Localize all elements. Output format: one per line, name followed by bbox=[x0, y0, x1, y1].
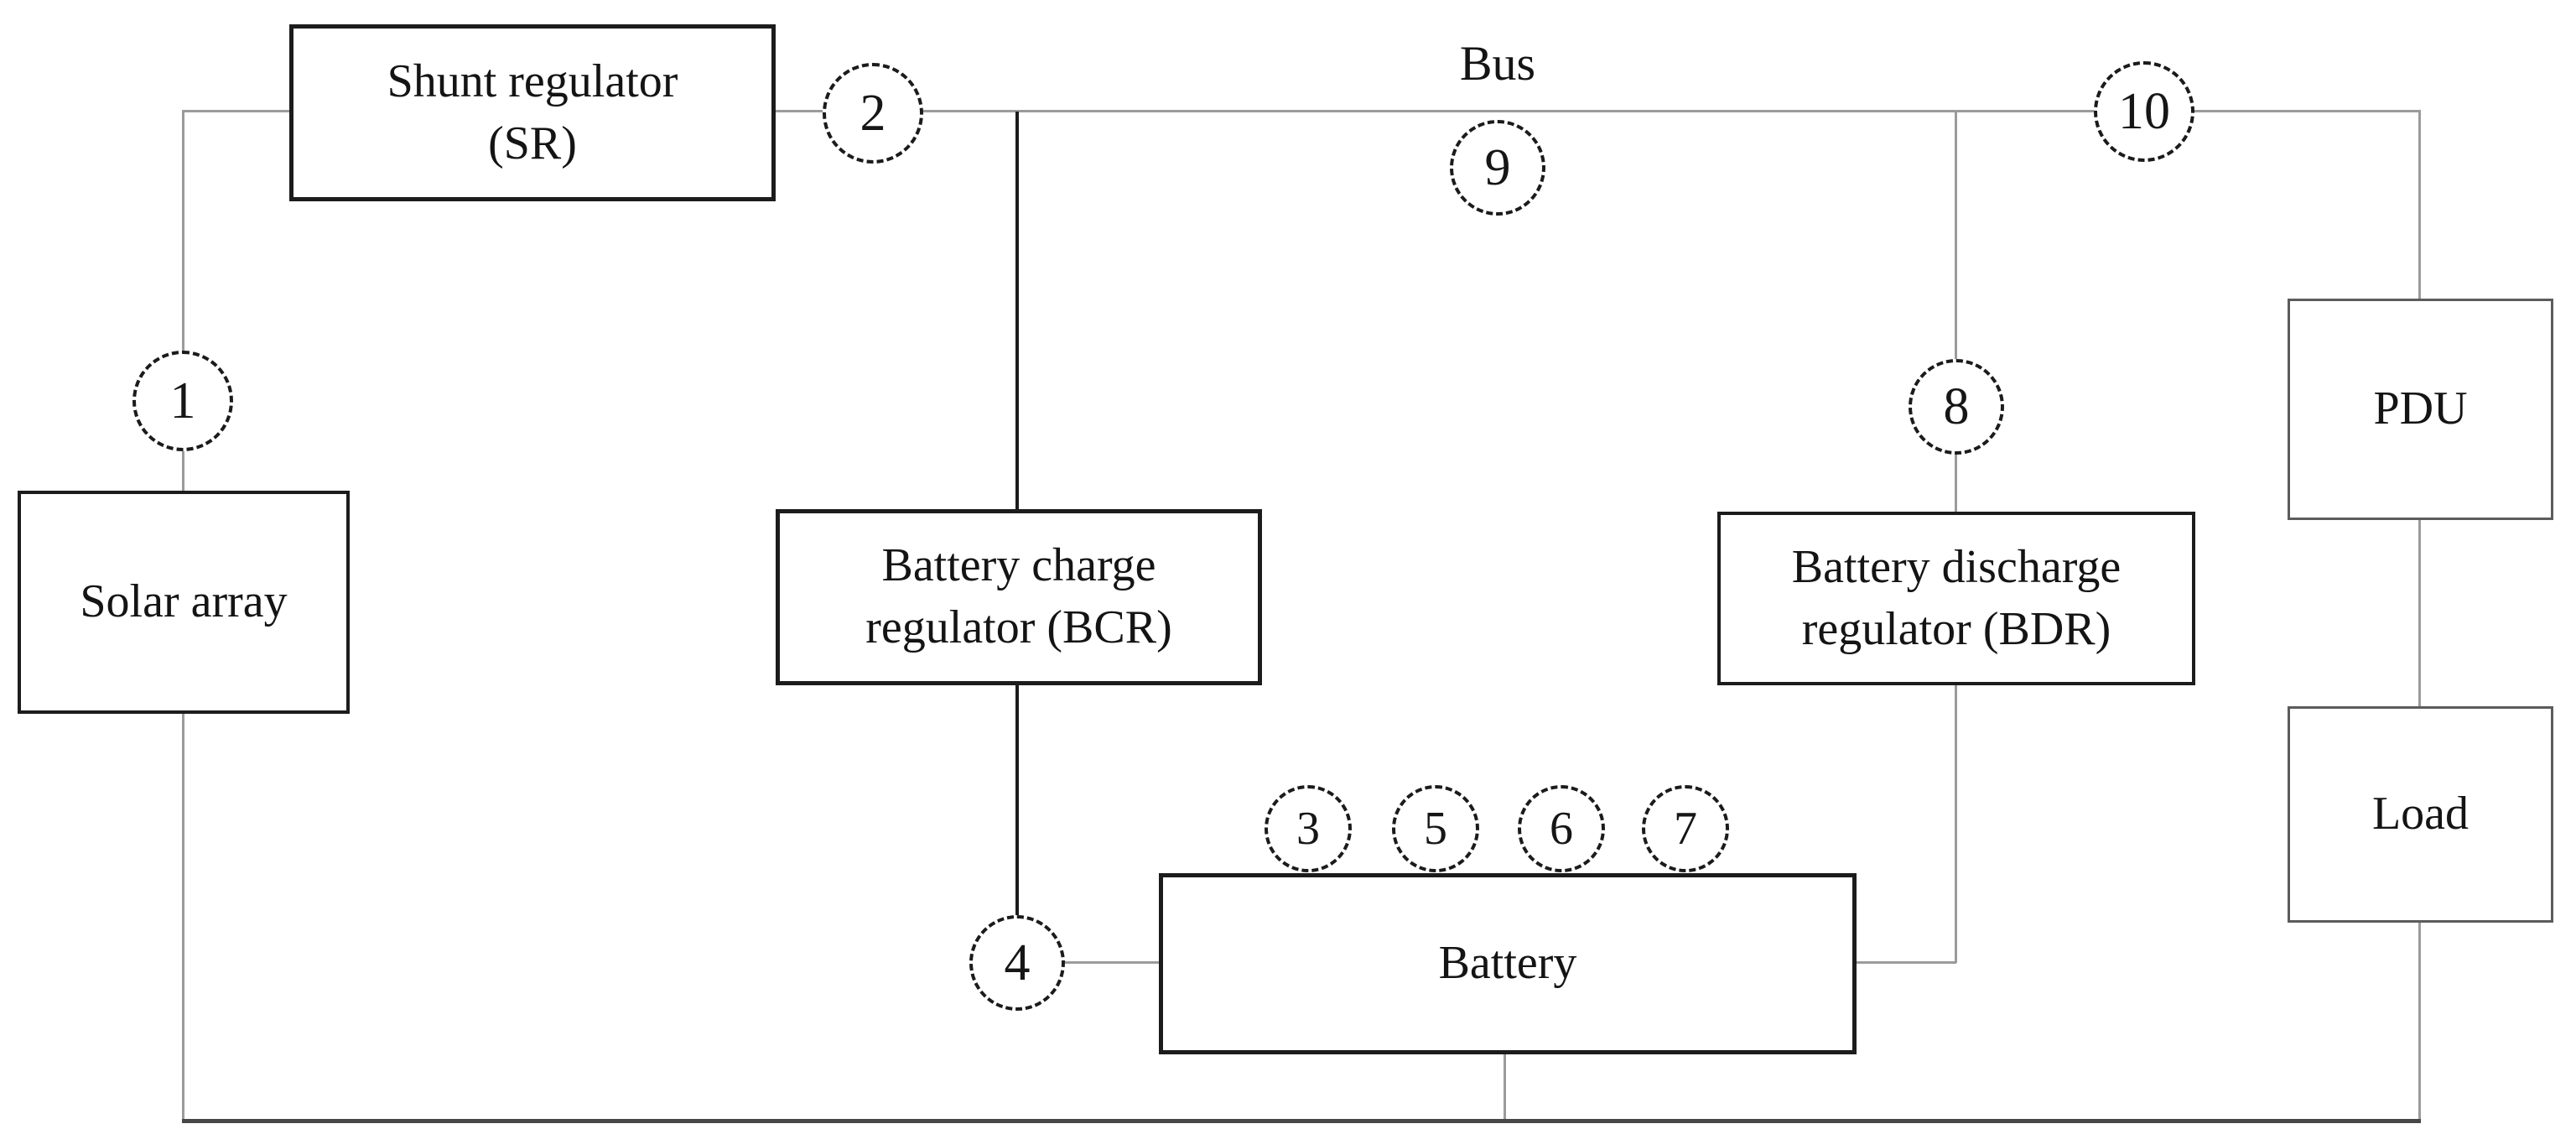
node-9-number: 9 bbox=[1484, 139, 1511, 196]
battery-charge-regulator-label: Battery charge regulator (BCR) bbox=[865, 539, 1172, 653]
node-4-number: 4 bbox=[1004, 934, 1031, 991]
node-2-number: 2 bbox=[860, 85, 886, 142]
wire-corner-to-sr bbox=[184, 110, 289, 112]
node-3-number: 3 bbox=[1296, 803, 1320, 855]
node-1-circle: 1 bbox=[132, 351, 233, 451]
box-battery-charge-regulator: Battery charge regulator (BCR) bbox=[776, 509, 1262, 685]
battery-discharge-regulator-label: Battery discharge regulator (BDR) bbox=[1791, 540, 2122, 655]
node-2-circle: 2 bbox=[823, 63, 923, 164]
wire-bcr-to-node4 bbox=[1015, 685, 1019, 915]
node-7-circle: 7 bbox=[1642, 785, 1729, 872]
solar-array-label: Solar array bbox=[80, 575, 288, 628]
wire-load-to-bottom bbox=[2418, 923, 2421, 1122]
node-8-circle: 8 bbox=[1909, 359, 2004, 455]
node-5-number: 5 bbox=[1424, 803, 1447, 855]
wire-solar-to-bottom bbox=[182, 714, 184, 1119]
pdu-label: PDU bbox=[2373, 382, 2468, 435]
wire-bus-to-node8 bbox=[1955, 112, 1957, 512]
battery-label: Battery bbox=[1438, 937, 1577, 990]
node-9-circle: 9 bbox=[1450, 120, 1545, 216]
wire-bus-main bbox=[773, 110, 2420, 112]
node-7-number: 7 bbox=[1674, 803, 1697, 855]
node-6-circle: 6 bbox=[1518, 785, 1605, 872]
box-battery: Battery bbox=[1159, 873, 1857, 1054]
bus-label: Bus bbox=[1459, 35, 1536, 91]
wire-battery-to-bottom bbox=[1504, 1054, 1506, 1119]
node-6-number: 6 bbox=[1550, 803, 1573, 855]
node-10-number: 10 bbox=[2118, 83, 2170, 140]
node-5-circle: 5 bbox=[1392, 785, 1479, 872]
wire-bdr-to-battery bbox=[1857, 961, 1956, 964]
node-8-number: 8 bbox=[1943, 378, 1970, 435]
wire-solar-riser bbox=[182, 110, 184, 491]
shunt-regulator-label: Shunt regulator (SR) bbox=[387, 55, 678, 169]
wire-bus-to-bcr bbox=[1015, 112, 1019, 509]
box-solar-array: Solar array bbox=[18, 491, 350, 714]
wire-bdr-down bbox=[1955, 685, 1957, 963]
node-1-number: 1 bbox=[169, 372, 196, 429]
box-shunt-regulator: Shunt regulator (SR) bbox=[289, 24, 776, 201]
box-load: Load bbox=[2288, 706, 2553, 923]
load-label: Load bbox=[2371, 788, 2470, 840]
node-4-circle: 4 bbox=[969, 915, 1065, 1011]
wire-bottom-bus bbox=[182, 1119, 2421, 1123]
box-battery-discharge-regulator: Battery discharge regulator (BDR) bbox=[1717, 512, 2195, 685]
wire-node4-to-battery bbox=[1065, 961, 1159, 964]
wire-pdu-to-load bbox=[2418, 520, 2421, 706]
node-10-circle: 10 bbox=[2094, 61, 2194, 162]
wire-bus-to-pdu bbox=[2418, 110, 2421, 299]
box-pdu: PDU bbox=[2288, 299, 2553, 520]
node-3-circle: 3 bbox=[1265, 785, 1352, 872]
